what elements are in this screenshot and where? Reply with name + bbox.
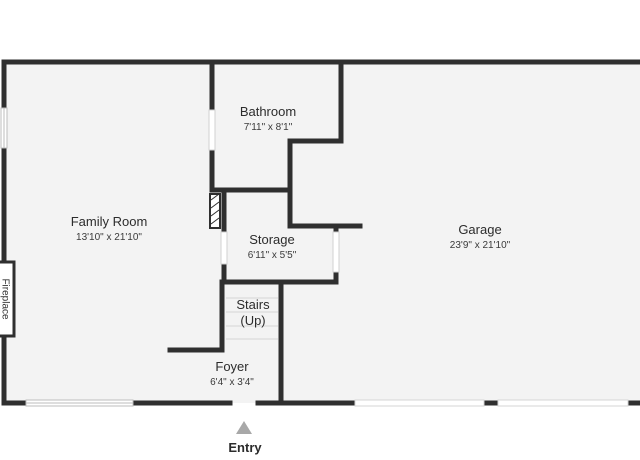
- foyer-name: Foyer: [215, 359, 249, 374]
- garage-name: Garage: [458, 222, 501, 237]
- bathroom-dims: 7'11" x 8'1": [244, 122, 293, 133]
- storage-name: Storage: [249, 232, 295, 247]
- stairs-treads: [226, 297, 278, 340]
- stairs-name: Stairs: [236, 297, 270, 312]
- fireplace-label: Fireplace: [0, 278, 10, 320]
- entry-label: Entry: [228, 440, 262, 455]
- bathroom-name: Bathroom: [240, 104, 296, 119]
- windows: [0, 107, 629, 407]
- garage-dims: 23'9" x 21'10": [450, 240, 511, 251]
- family-room-dims: 13'10" x 21'10": [76, 232, 142, 243]
- foyer-dims: 6'4" x 3'4": [210, 377, 254, 388]
- stairs-sub: (Up): [240, 313, 265, 328]
- floor-area: [4, 62, 640, 403]
- fireplace: Fireplace: [0, 260, 16, 338]
- walls: [1, 59, 640, 406]
- family-room-name: Family Room: [71, 214, 148, 229]
- wall-hatch: [209, 193, 221, 229]
- triangle-up-icon: [236, 421, 252, 434]
- storage-dims: 6'11" x 5'5": [248, 250, 297, 261]
